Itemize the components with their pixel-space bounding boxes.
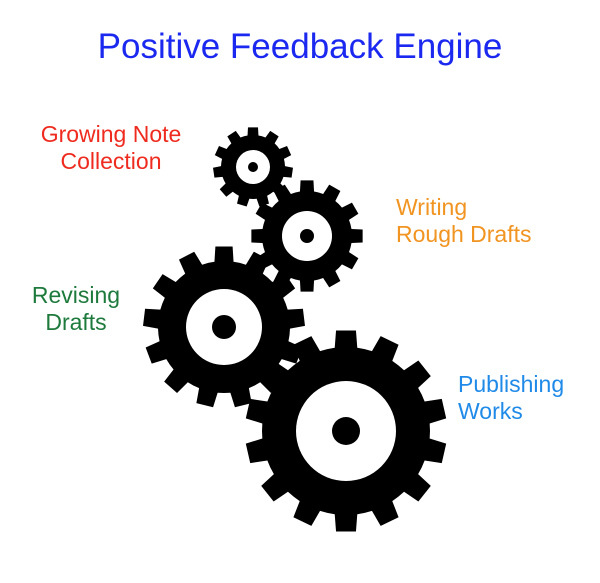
diagram-title: Positive Feedback Engine xyxy=(97,27,503,66)
label-growing-line-2: Collection xyxy=(60,148,162,174)
label-publishing-line-1: Publishing xyxy=(458,371,565,397)
label-growing-note-collection: Growing Note Collection xyxy=(0,121,222,175)
label-revising-line-1: Revising xyxy=(31,282,121,308)
label-growing-line-1: Growing Note xyxy=(40,121,182,147)
label-revising-line-2: Drafts xyxy=(45,309,107,335)
label-writing-rough-drafts: Writing Rough Drafts xyxy=(396,194,532,248)
gear-revising-icon xyxy=(143,246,305,408)
label-publishing-works: Publishing Works xyxy=(458,371,564,425)
label-writing-line-1: Writing xyxy=(396,194,468,220)
gear-publishing-icon xyxy=(245,330,447,532)
label-revising-drafts: Revising Drafts xyxy=(0,282,152,336)
gear-growing-icon xyxy=(213,127,293,207)
label-publishing-line-2: Works xyxy=(458,398,523,424)
gear-writing-icon xyxy=(251,180,363,292)
label-writing-line-2: Rough Drafts xyxy=(396,221,532,247)
